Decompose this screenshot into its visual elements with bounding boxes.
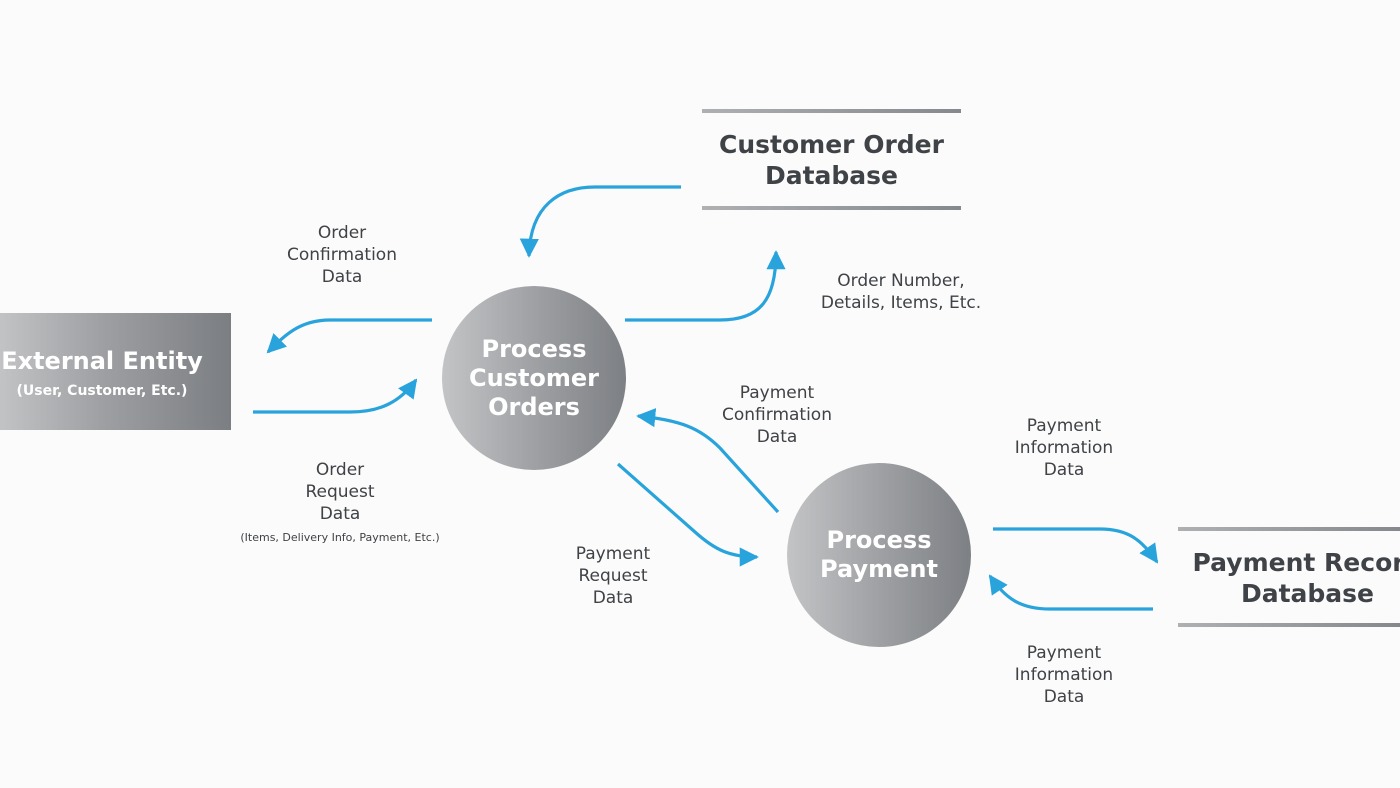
customer-order-database-line-2: Database xyxy=(764,161,899,190)
flow-label-line: Information xyxy=(1014,665,1114,685)
process-customer-orders-label: Process Customer Orders xyxy=(469,335,599,422)
process-payment: Process Payment xyxy=(787,463,971,647)
flow-label-line: Information xyxy=(1014,438,1114,458)
flow-label-line: Order Number, xyxy=(837,271,965,291)
store-bottom-line xyxy=(1178,623,1400,627)
flow-label-line: Payment xyxy=(739,383,815,403)
flow-label-line: Payment xyxy=(1026,416,1102,436)
customer-order-database-line-1: Customer Order xyxy=(719,130,944,159)
flow-label-line: Data xyxy=(1043,687,1085,707)
flow-label-line: Data xyxy=(592,588,634,608)
process-payment-label: Process Payment xyxy=(820,526,938,584)
process-customer-orders-line-3: Orders xyxy=(488,392,580,421)
arrow-orders-to-payment xyxy=(616,462,759,567)
flow-label-line: Confirmation xyxy=(722,405,832,425)
flow-label-order-request: Order Request Data xyxy=(270,459,410,525)
process-payment-line-2: Payment xyxy=(820,555,938,583)
store-top-line xyxy=(1178,527,1400,531)
flow-label-line: Order xyxy=(317,223,367,243)
store-top-line xyxy=(702,109,961,113)
arrow-orders-to-entity xyxy=(266,318,432,354)
arrow-payment-to-orders xyxy=(636,408,780,514)
flow-label-line: Payment xyxy=(1026,643,1102,663)
external-entity-title: External Entity xyxy=(1,347,203,375)
flow-label-order-number: Order Number, Details, Items, Etc. xyxy=(806,270,996,314)
flow-label-line: Data xyxy=(756,427,798,447)
arrow-record-db-to-payment xyxy=(988,574,1153,611)
customer-order-database-label: Customer Order Database xyxy=(702,129,961,191)
payment-record-database: Payment Record Database xyxy=(1178,527,1400,630)
payment-record-database-line-1: Payment Record xyxy=(1192,548,1400,577)
external-entity: External Entity (User, Customer, Etc.) xyxy=(0,313,231,430)
flow-label-order-confirmation: Order Confirmation Data xyxy=(272,222,412,288)
process-customer-orders: Process Customer Orders xyxy=(442,286,626,470)
arrow-payment-to-record-db xyxy=(993,527,1159,564)
process-customer-orders-line-1: Process xyxy=(481,334,587,363)
flow-label-payment-info-in: Payment Information Data xyxy=(999,642,1129,708)
flow-label-line: Request xyxy=(305,482,375,502)
flow-label-payment-info-out: Payment Information Data xyxy=(999,415,1129,481)
process-payment-line-1: Process xyxy=(826,526,932,554)
flow-label-line: Data xyxy=(1043,460,1085,480)
flow-label-line: Data xyxy=(321,267,363,287)
flow-label-payment-request: Payment Request Data xyxy=(553,543,673,609)
flow-label-line: Payment xyxy=(575,544,651,564)
arrow-entity-to-orders xyxy=(253,378,418,414)
payment-record-database-label: Payment Record Database xyxy=(1178,547,1400,609)
store-bottom-line xyxy=(702,206,961,210)
flow-label-line: Data xyxy=(319,504,361,524)
arrow-db-to-customer-orders xyxy=(519,185,681,258)
external-entity-subtitle: (User, Customer, Etc.) xyxy=(16,383,188,399)
flow-label-line: Confirmation xyxy=(287,245,397,265)
flow-note-order-request: (Items, Delivery Info, Payment, Etc.) xyxy=(240,531,440,544)
flow-label-line: Request xyxy=(578,566,648,586)
flow-label-payment-confirmation: Payment Confirmation Data xyxy=(702,382,852,448)
process-customer-orders-line-2: Customer xyxy=(468,363,600,392)
arrow-customer-orders-to-db xyxy=(625,250,786,322)
payment-record-database-line-2: Database xyxy=(1240,579,1375,608)
customer-order-database: Customer Order Database xyxy=(702,109,961,212)
flow-label-line: Details, Items, Etc. xyxy=(820,293,982,313)
flow-label-line: Order xyxy=(315,460,365,480)
